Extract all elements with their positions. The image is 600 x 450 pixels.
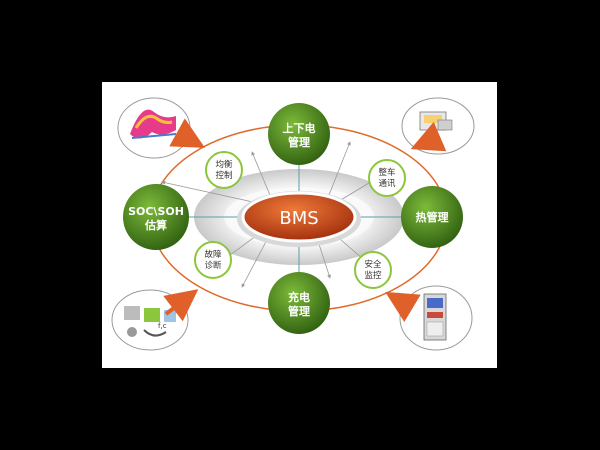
svg-text:上下电: 上下电 bbox=[283, 121, 316, 135]
svg-text:通讯: 通讯 bbox=[378, 178, 396, 189]
svg-text:热管理: 热管理 bbox=[416, 210, 449, 224]
surface-plot-illustration bbox=[117, 97, 205, 159]
svg-text:诊断: 诊断 bbox=[204, 260, 222, 271]
svg-text:整车: 整车 bbox=[378, 167, 395, 178]
components-illustration: f,c bbox=[111, 289, 199, 351]
svg-text:故障: 故障 bbox=[204, 249, 222, 260]
device-illustration bbox=[401, 97, 475, 155]
cabinet-illustration bbox=[385, 285, 473, 351]
subnode-safety: 安全 监控 bbox=[354, 251, 392, 289]
svg-text:管理: 管理 bbox=[288, 135, 310, 149]
svg-text:SOC\SOH: SOC\SOH bbox=[128, 205, 184, 218]
subnode-fault: 故障 诊断 bbox=[194, 241, 232, 279]
svg-text:监控: 监控 bbox=[364, 270, 382, 281]
svg-text:f,c: f,c bbox=[158, 322, 167, 330]
node-right: 热管理 bbox=[401, 186, 463, 248]
bms-diagram: BMS 上下电 管理 SOC\SOH 估算 热管理 充电 管理 均衡 控制 整车… bbox=[111, 97, 475, 351]
diagram-panel: BMS 上下电 管理 SOC\SOH 估算 热管理 充电 管理 均衡 控制 整车… bbox=[102, 82, 497, 368]
node-top: 上下电 管理 bbox=[268, 103, 330, 165]
node-bottom: 充电 管理 bbox=[268, 272, 330, 334]
svg-text:均衡: 均衡 bbox=[215, 159, 233, 170]
svg-text:安全: 安全 bbox=[364, 259, 382, 270]
subnode-vehicle: 整车 通讯 bbox=[368, 159, 406, 197]
svg-text:估算: 估算 bbox=[144, 218, 167, 232]
bms-center: BMS bbox=[237, 191, 361, 247]
svg-text:控制: 控制 bbox=[215, 170, 232, 181]
node-left: SOC\SOH 估算 bbox=[123, 184, 189, 250]
center-label: BMS bbox=[279, 208, 318, 229]
subnode-balance: 均衡 控制 bbox=[205, 151, 243, 189]
svg-text:管理: 管理 bbox=[288, 304, 310, 318]
svg-text:充电: 充电 bbox=[288, 290, 310, 304]
